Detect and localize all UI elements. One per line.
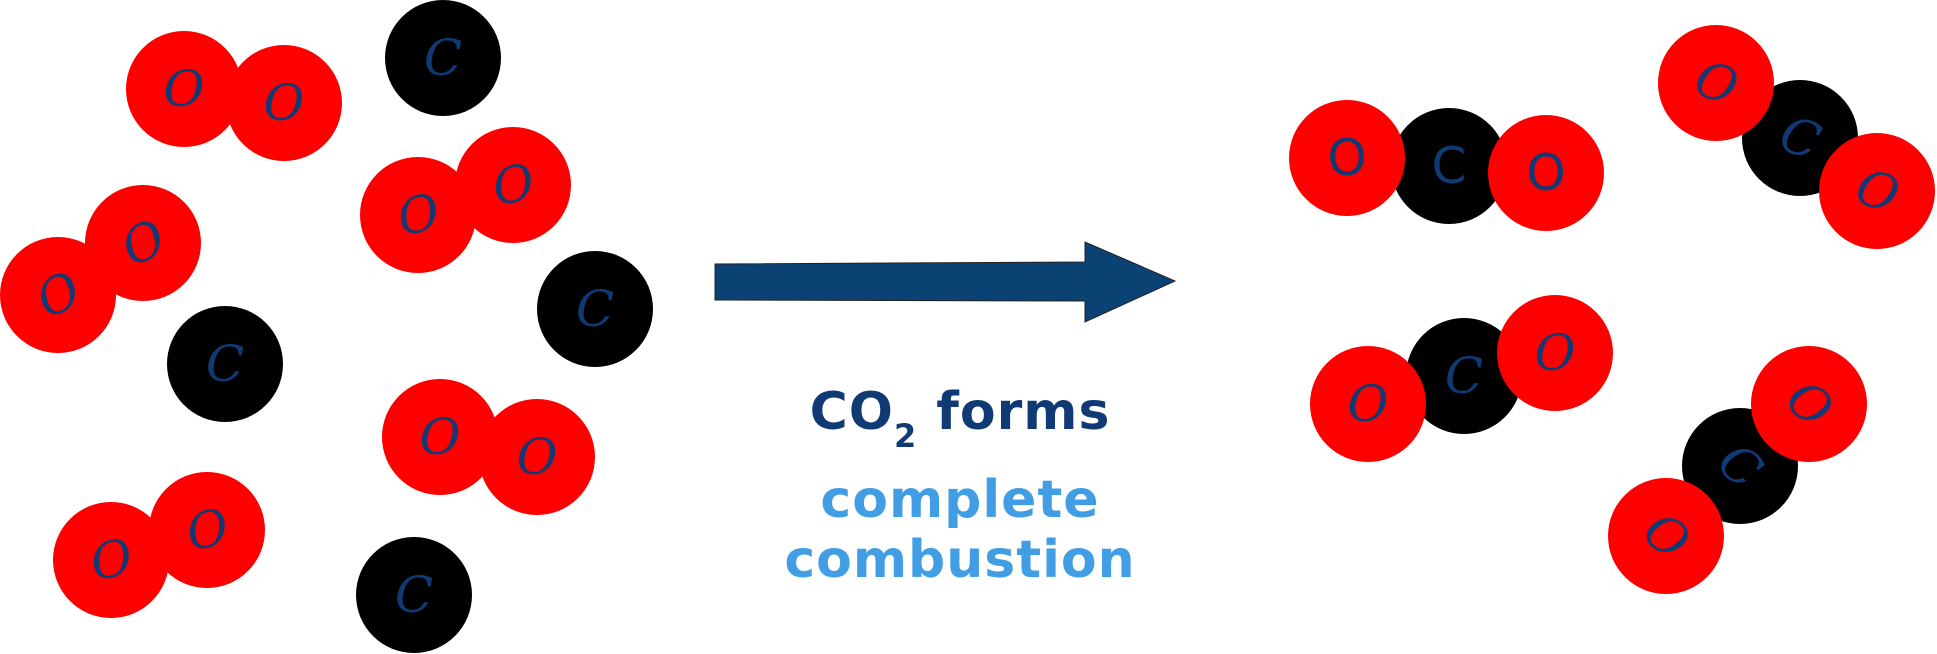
oxygen-atom: O: [1751, 346, 1867, 462]
atom-label: C: [205, 335, 245, 393]
atom-label: O: [163, 60, 205, 118]
atom-label: O: [112, 208, 174, 278]
carbon-atom: C: [537, 251, 653, 367]
atom-label: C: [423, 29, 463, 87]
atom-label: C: [1772, 104, 1828, 172]
caption-subtitle: complete combustion: [784, 470, 1136, 590]
atom-label: O: [419, 408, 461, 466]
atom-label: O: [85, 527, 137, 593]
atom-label: O: [181, 497, 233, 563]
oxygen-atom: O: [1819, 133, 1935, 249]
oxygen-atom: O: [1497, 295, 1613, 411]
atom-label: O: [1534, 324, 1576, 382]
oxygen-atom: O: [1289, 100, 1405, 216]
oxygen-atom: O: [1310, 346, 1426, 462]
atom-label: O: [1327, 129, 1367, 187]
atom-label: C: [1444, 347, 1484, 405]
oxygen-atom: O: [382, 379, 498, 495]
caption-title: CO2 forms: [640, 382, 1280, 452]
carbon-atom: C: [356, 537, 472, 653]
oxygen-atom: O: [226, 45, 342, 161]
atom-label: C: [1431, 137, 1467, 195]
atom-label: O: [1631, 500, 1701, 572]
atom-label: C: [575, 280, 615, 338]
formula-suffix: forms: [917, 382, 1111, 442]
oxygen-atom: O: [53, 502, 169, 618]
formula-subscript: 2: [893, 417, 918, 455]
atom-label: O: [1347, 375, 1389, 433]
formula-main: CO: [809, 382, 894, 442]
carbon-atom: C: [1391, 108, 1507, 224]
atom-label: O: [516, 428, 558, 486]
atom-label: O: [27, 260, 89, 330]
atom-label: O: [1686, 48, 1746, 118]
atom-label: O: [1526, 144, 1566, 202]
oxygen-atom: O: [1488, 115, 1604, 231]
atom-label: O: [392, 182, 444, 248]
atom-label: O: [263, 74, 305, 132]
oxygen-atom: O: [360, 157, 476, 273]
carbon-atom: C: [167, 306, 283, 422]
oxygen-atom: O: [1608, 478, 1724, 594]
carbon-atom: C: [385, 0, 501, 116]
atom-label: C: [394, 566, 434, 624]
oxygen-atom: O: [126, 31, 242, 147]
atom-label: O: [487, 152, 539, 218]
oxygen-atom: O: [479, 399, 595, 515]
atom-label: O: [1774, 368, 1844, 440]
right-arrow-icon: [714, 241, 1177, 323]
atom-label: O: [1847, 156, 1907, 226]
atom-label: C: [1706, 431, 1774, 501]
oxygen-atom: O: [1658, 25, 1774, 141]
oxygen-atom: O: [0, 237, 116, 353]
